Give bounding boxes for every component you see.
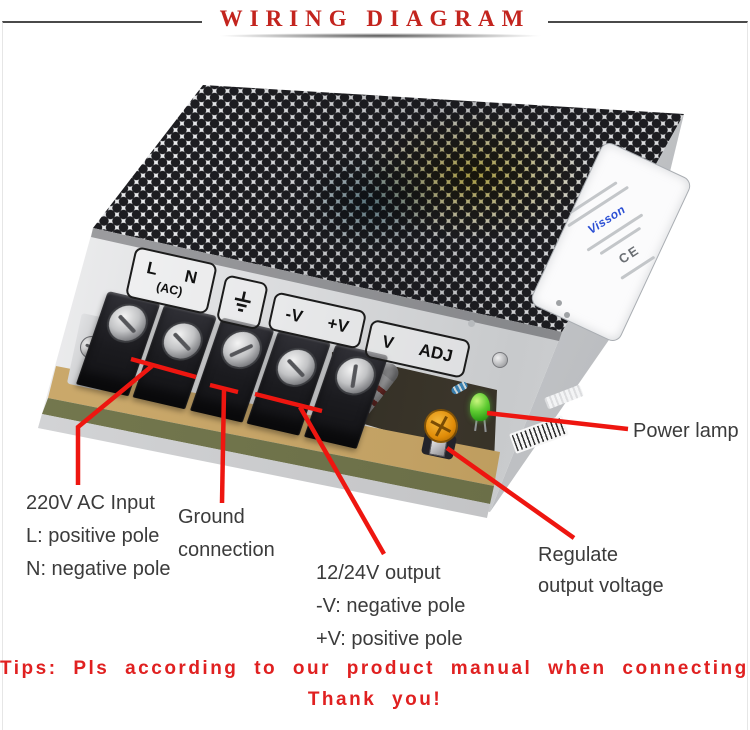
page-title: WIRING DIAGRAM [201,6,549,32]
tips-line-1: Tips: Pls according to our product manua… [0,658,750,679]
ac-input-pointer [75,364,154,485]
ground-note: Ground connection [178,501,275,567]
component-tint [295,150,445,255]
power-led [470,393,490,421]
rivet [556,300,562,306]
ground-note-line: Ground [178,506,245,528]
ac-input-note-line: N: negative pole [26,558,171,580]
rivet [564,312,570,318]
output-pointer [298,405,386,556]
output-underline [254,391,323,414]
output-note-line: -V: negative pole [316,595,466,617]
title-row: WIRING DIAGRAM [0,6,750,32]
ac-input-note-line: L: positive pole [26,525,160,547]
output-note-line: +V: positive pole [316,628,463,650]
ground-note-line: connection [178,539,275,561]
regulate-note-line: Regulate [538,544,619,566]
front-label-strip: L N (AC) -V +V V ADJ [121,246,478,390]
earth-ground-icon [234,291,251,312]
title-shadow [165,32,595,43]
ground-pointer [219,389,227,504]
ac-input-note-line: 220V AC Input [26,492,155,514]
power-lamp-pointer [486,410,629,432]
output-note-line: 12/24V output [316,562,441,584]
panel-screw [492,352,508,368]
regulate-note-line: output voltage [538,575,664,597]
voltage-adjust-potentiometer [424,409,458,443]
ac-input-note: 220V AC Input L: positive pole N: negati… [26,487,171,586]
ac-input-underline [130,356,197,380]
tips-line-2: Thank you! [307,689,443,710]
power-lamp-note-line: Power lamp [633,420,739,442]
panel-rivet [468,320,475,327]
output-note: 12/24V output -V: negative pole +V: posi… [316,557,465,656]
ground-underline [209,382,239,395]
ground-terminal-label [215,274,269,331]
regulate-pointer [445,446,576,540]
regulate-note: Regulate output voltage [538,540,664,602]
power-lamp-note: Power lamp [633,415,739,448]
